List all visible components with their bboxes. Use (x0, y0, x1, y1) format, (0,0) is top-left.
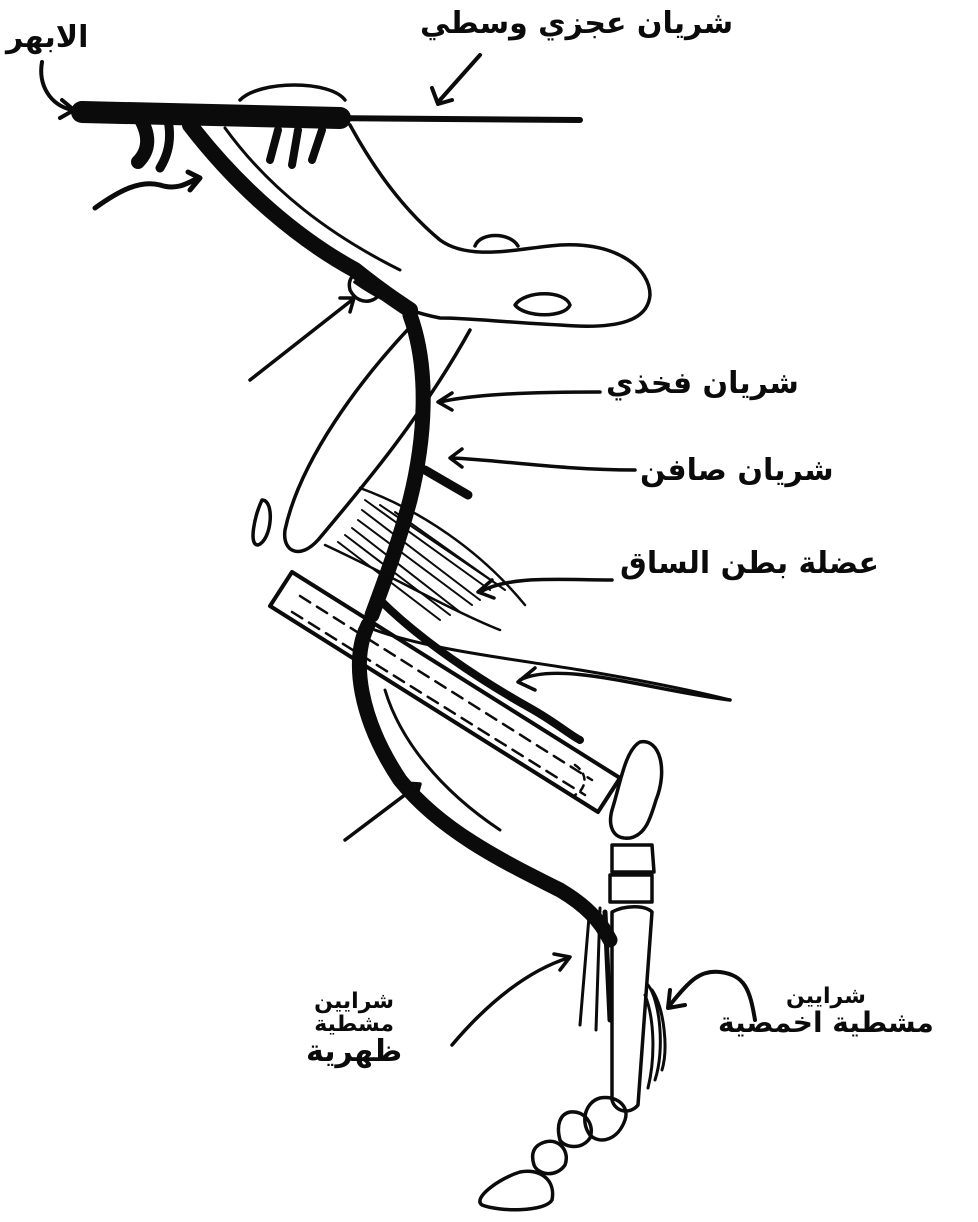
phalanges (533, 1097, 626, 1173)
label-gastrocnemius-muscle: عضلة بطن الساق (620, 548, 879, 580)
patella (253, 500, 270, 545)
femur-outline (285, 325, 470, 551)
label-dorsal-line-2: مشطية (306, 1013, 402, 1036)
arrow-saphenous (450, 449, 635, 470)
label-dorsal-line-1: شرايين (306, 990, 402, 1013)
arrow-median-sacral (432, 55, 480, 104)
arrow-abhar (41, 62, 74, 118)
tibia-bone (270, 572, 620, 812)
tarsal-bones (610, 742, 662, 902)
label-plantar-metatarsal-arteries: شرايين مشطية اخمصية (718, 985, 934, 1037)
arrow-dorsal-metatarsal (452, 954, 570, 1045)
arrow-gastrocnemius (478, 579, 612, 598)
label-femoral-artery: شريان فخذي (606, 368, 799, 400)
arrow-femoral (438, 392, 600, 410)
external-iliac-artery (190, 125, 410, 310)
label-abhar: الابهر (6, 22, 88, 54)
label-dorsal-line-3: ظهرية (306, 1036, 402, 1068)
popliteal-artery-inner-line (385, 690, 500, 830)
arrow-internal-iliac (95, 172, 200, 208)
label-plantar-line-2: مشطية اخمصية (718, 1008, 934, 1037)
aorta-branch-a (138, 118, 147, 162)
pelvis-knob-bottom (515, 294, 570, 315)
aorta-branch-b (160, 120, 170, 168)
label-median-sacral-artery: شريان عجزي وسطي (420, 8, 733, 40)
label-dorsal-metatarsal-arteries: شرايين مشطية ظهرية (306, 990, 402, 1068)
arrow-iliac-hip (250, 298, 354, 380)
pelvis-knob-top (475, 236, 518, 247)
label-saphenous-artery: شريان صافن (640, 455, 834, 487)
aorta-vessel (82, 112, 340, 118)
arrow-caudal-tibial (345, 783, 420, 840)
saphenous-artery-vessel (425, 470, 468, 495)
gastrocnemius-muscle (325, 488, 525, 630)
median-sacral-artery-vessel (320, 118, 580, 120)
hoof (480, 1171, 553, 1210)
arrow-cranial-tibial (518, 668, 730, 700)
aorta-branch-e (312, 130, 322, 160)
label-plantar-line-1: شرايين (718, 985, 934, 1008)
aorta-branch-d (292, 130, 298, 165)
metatarsal-bone (612, 907, 652, 1111)
aorta-branch-c (270, 130, 278, 160)
plantar-metatarsal-vessels (645, 985, 665, 1088)
